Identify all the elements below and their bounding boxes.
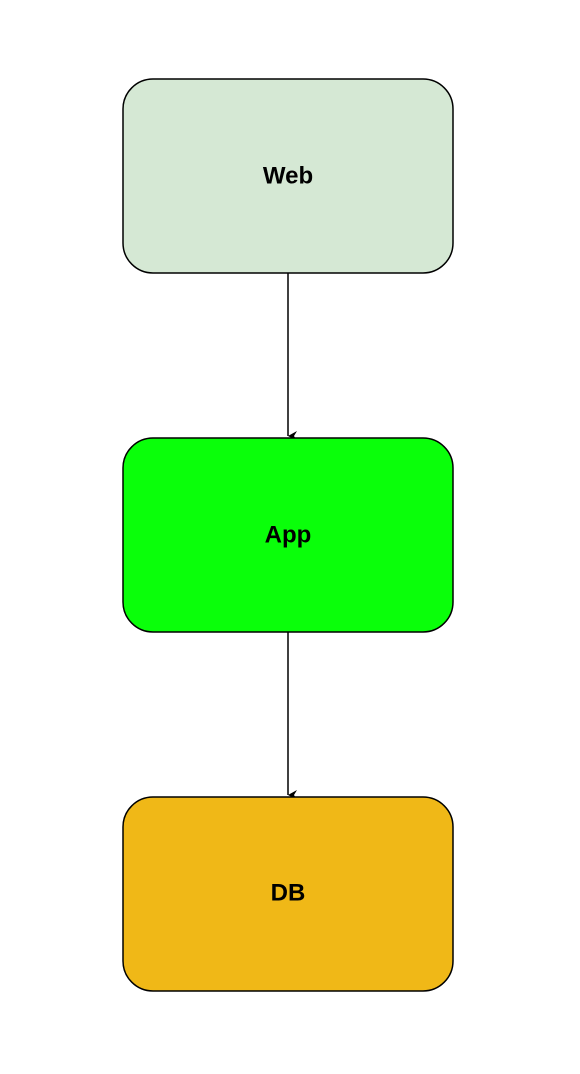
node-db-box — [122, 796, 454, 992]
node-web-label: Web — [263, 162, 313, 189]
node-app-box — [122, 437, 454, 633]
node-app[interactable]: App — [122, 437, 454, 633]
node-app-label: App — [265, 521, 312, 548]
node-web[interactable]: Web — [122, 78, 454, 274]
node-web-box — [122, 78, 454, 274]
node-db[interactable]: DB — [122, 796, 454, 992]
node-db-label: DB — [271, 879, 306, 906]
